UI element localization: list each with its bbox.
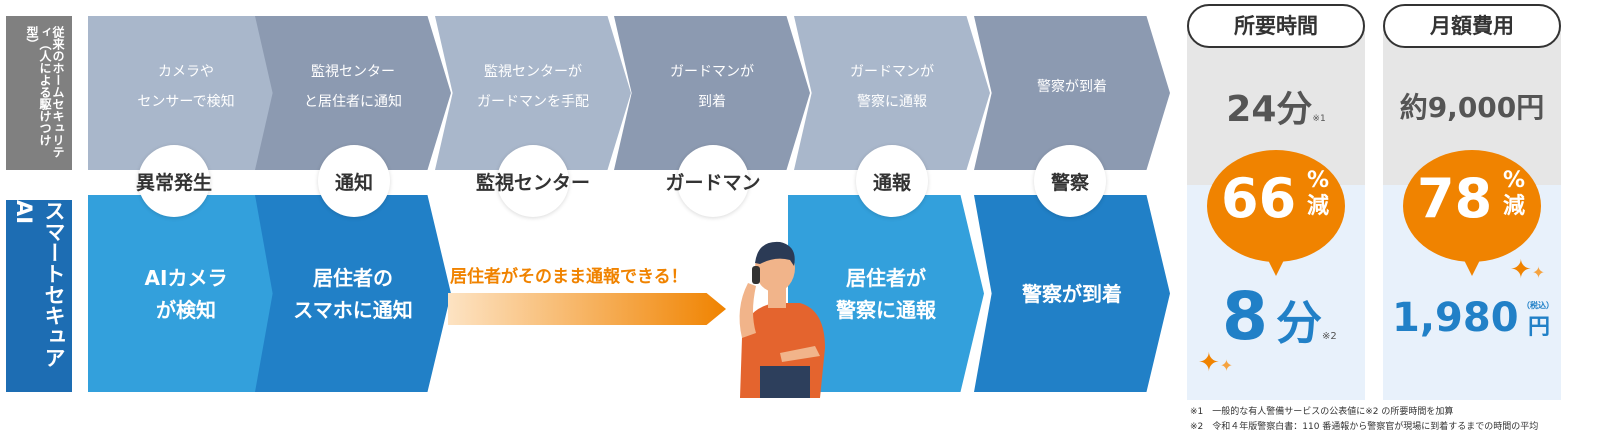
- percent: %: [1307, 168, 1330, 193]
- legacy-step-6: 警察が到着: [974, 16, 1170, 170]
- stage-circle-6: [1034, 145, 1106, 217]
- stage-label: 異常発生: [135, 172, 212, 194]
- legacy-row-label: 従来のホームセキュリティ（人による駆けつけ型）: [6, 16, 72, 170]
- reduction-label: 減: [1307, 194, 1330, 219]
- stage-circle-1: [138, 145, 210, 217]
- time-reduction-bubble: 66 % 減: [1207, 150, 1345, 276]
- time-title: 所要時間: [1187, 4, 1365, 48]
- time-reduction-value: 66: [1221, 167, 1297, 230]
- stage-label: 監視センター: [475, 172, 590, 194]
- stage-circle-5: [856, 145, 928, 217]
- legacy-step-1: カメラや センサーで検知: [88, 16, 284, 170]
- sparkle-icon: ✦✦: [1510, 255, 1546, 285]
- stage-label: 警察: [1050, 172, 1089, 194]
- legacy-step-3: 監視センターが ガードマンを手配: [435, 16, 631, 170]
- cost-reduction-value: 78: [1417, 167, 1493, 230]
- person-phone-illustration: [739, 241, 825, 398]
- stage-label: 通報: [872, 172, 911, 194]
- cost-reduction-bubble: 78 % 減: [1403, 150, 1541, 276]
- smart-step-2: 居住者の スマホに通知: [255, 195, 451, 392]
- stage-circle-2: [318, 145, 390, 217]
- legacy-step-4: ガードマンが 到着: [614, 16, 810, 170]
- time-before: 24分※1: [1226, 89, 1326, 130]
- smart-step-4: 警察が到着: [974, 195, 1170, 392]
- smart-row-label: スマートセキュアAI: [6, 200, 72, 392]
- yen-unit: 円: [1528, 315, 1551, 340]
- cost-after: 1,980: [1392, 295, 1519, 341]
- footnote-2: ※2 令和４年版警察白書：110 番通報から警察官が現場に到着するまでの時間の平…: [1190, 422, 1539, 432]
- reduction-label: 減: [1503, 194, 1526, 219]
- footnote-1: ※1 一般的な有人警備サービスの公表値に※2 の所要時間を加算: [1190, 407, 1454, 417]
- legacy-step-5: ガードマンが 警察に通報: [794, 16, 990, 170]
- stage-circle-4: [677, 145, 749, 217]
- percent: %: [1503, 168, 1526, 193]
- cost-before: 約9,000円: [1399, 91, 1545, 124]
- sparkle-icon: ✦✦: [1198, 348, 1234, 378]
- legacy-step-2: 監視センター と居住者に通知: [255, 16, 451, 170]
- stage-label: 通知: [334, 172, 373, 194]
- smart-step-1: AIカメラ が検知: [88, 195, 284, 392]
- arrow-text: 居住者がそのまま通報できる！: [450, 267, 688, 287]
- cost-title: 月額費用: [1383, 4, 1561, 48]
- tax-note: （税込）: [1522, 301, 1554, 310]
- direct-report-arrow: [448, 293, 726, 325]
- stage-label: ガードマン: [665, 172, 761, 194]
- stage-circle-3: [497, 145, 569, 217]
